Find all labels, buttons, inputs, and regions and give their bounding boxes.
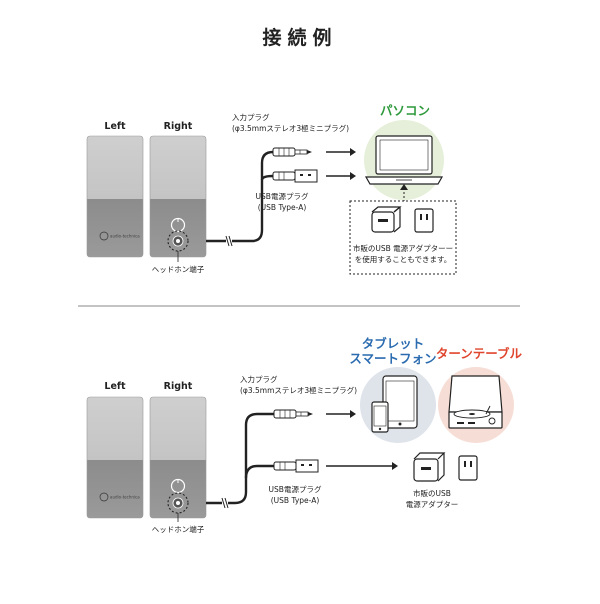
brand-logo-icon xyxy=(99,231,109,241)
laptop-icon xyxy=(364,135,444,185)
arrow-icon xyxy=(326,172,356,180)
headphone-jack-label: ヘッドホン端子 xyxy=(152,524,205,534)
speaker-left: audio-technica xyxy=(86,135,144,258)
arrow-icon xyxy=(326,410,356,418)
input-plug-label-1: 入力プラグ xyxy=(240,374,278,384)
input-plug-label-2: (φ3.5mmステレオ3極ミニプラグ) xyxy=(240,385,357,395)
mini-plug-icon xyxy=(273,409,313,419)
input-plug-label-1: 入力プラグ xyxy=(232,112,270,122)
usb-plug-label-1: USB電源プラグ xyxy=(269,484,322,494)
usb-plug-label-2: (USB Type-A) xyxy=(258,203,307,212)
brand-logo-icon xyxy=(99,492,109,502)
headphone-jack-label: ヘッドホン端子 xyxy=(152,264,205,274)
wall-outlet-icon xyxy=(414,208,434,233)
usb-plug-icon xyxy=(272,169,318,183)
tablet-label-1: タブレット xyxy=(362,336,425,351)
speaker-right-label: Right xyxy=(164,381,193,392)
usb-plug-label-2: (USB Type-A) xyxy=(271,496,320,505)
brand-label: audio-technica xyxy=(110,495,140,500)
speaker-left-label: Left xyxy=(104,381,126,392)
speaker-left-label: Left xyxy=(104,121,126,132)
adapter-note-line-1: 市販のUSB 電源アダプターー xyxy=(353,243,453,253)
speaker-right xyxy=(149,135,207,258)
page-title: 接続例 xyxy=(262,26,337,49)
speaker-right xyxy=(149,396,207,519)
usb-plug-label-1: USB電源プラグ xyxy=(256,191,309,201)
usb-adapter-icon xyxy=(371,206,402,233)
pc-label: パソコン xyxy=(380,103,430,118)
arrow-icon xyxy=(326,148,356,156)
section-1: Left Right audio-technica ヘッドホン端子 xyxy=(86,103,457,275)
adapter-label-2: 電源アダプター xyxy=(406,499,459,509)
adapter-note-box xyxy=(349,200,457,275)
section-2: Left Right audio-technica ヘッドホン端子 xyxy=(86,336,523,534)
wall-outlet-icon xyxy=(458,455,478,481)
usb-plug-icon xyxy=(273,459,319,473)
tablet-label-2: スマートフォン xyxy=(349,351,436,366)
brand-label: audio-technica xyxy=(110,234,140,239)
usb-adapter-icon xyxy=(413,452,446,482)
adapter-note-line-2: を使用することもできます。 xyxy=(355,254,451,264)
adapter-label-1: 市販のUSB xyxy=(413,488,451,498)
input-plug-label-2: (φ3.5mmステレオ3極ミニプラグ) xyxy=(232,123,349,133)
turntable-label: ターンテーブル xyxy=(436,346,523,361)
arrow-icon xyxy=(326,462,398,470)
mini-plug-icon xyxy=(272,147,312,157)
smartphone-icon xyxy=(371,401,389,433)
tablet-icon xyxy=(382,375,418,429)
turntable-icon xyxy=(448,375,503,429)
speaker-right-label: Right xyxy=(164,121,193,132)
speaker-left: audio-technica xyxy=(86,396,144,519)
